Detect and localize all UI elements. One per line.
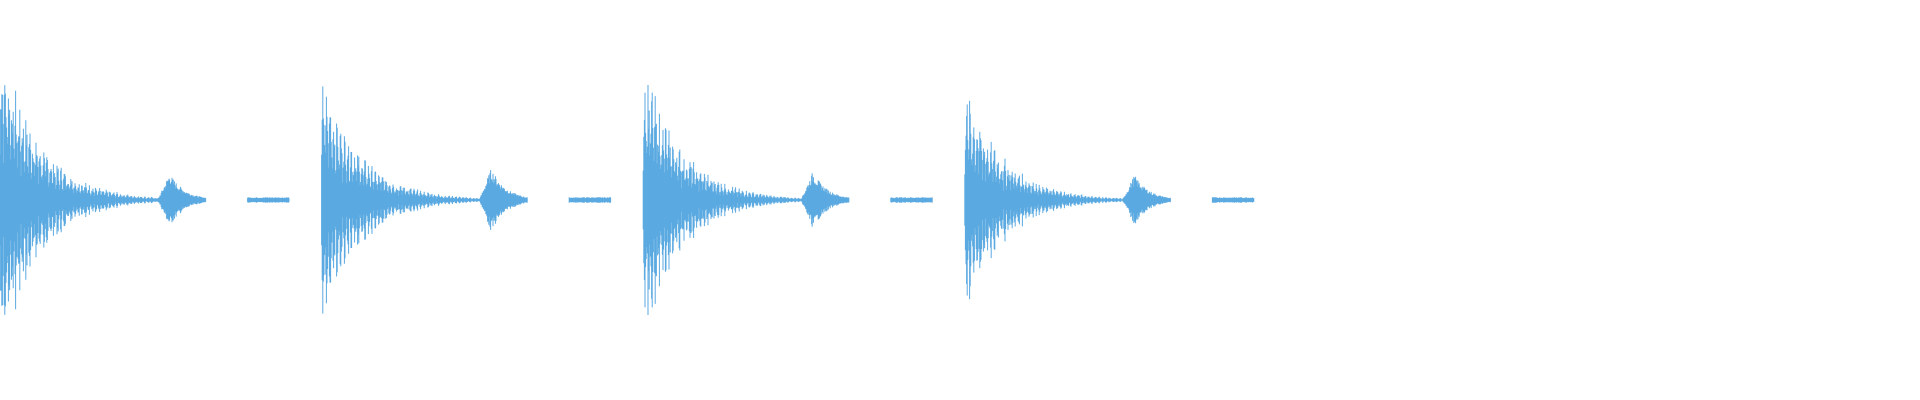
waveform-hit: [0, 85, 290, 315]
waveform-echo: [157, 177, 207, 223]
waveform-tail: [1211, 197, 1255, 203]
waveform-tail: [568, 197, 612, 203]
waveform-main-hit: [642, 85, 805, 315]
waveform-main-hit: [0, 85, 162, 315]
waveform-echo: [479, 170, 528, 230]
waveform-main-hit: [321, 86, 483, 314]
waveform-echo: [800, 173, 850, 227]
waveform-tail: [890, 197, 933, 203]
waveform-main-hit: [964, 100, 1127, 300]
waveform-echo: [1122, 176, 1171, 224]
waveform-tail: [247, 197, 290, 203]
waveform-hit: [642, 85, 933, 315]
waveform-hit: [964, 100, 1255, 300]
waveform-hits: [0, 85, 1255, 315]
waveform-hit: [321, 86, 612, 314]
